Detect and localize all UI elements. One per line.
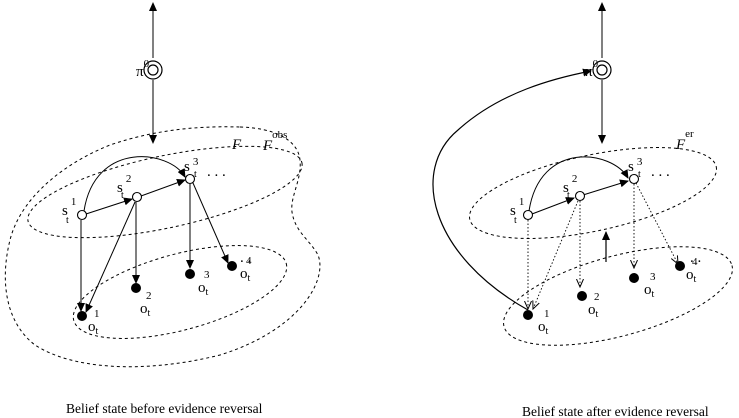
- right-obs-ellipsis: . .: [690, 250, 701, 266]
- right-obs-node-4: [675, 261, 685, 271]
- right-policy-label: π0: [585, 58, 599, 80]
- left-state-node-1: [76, 209, 88, 221]
- right-arrow-s1-s2: [531, 197, 575, 215]
- left-caption: Belief state before evidence reversal: [66, 401, 263, 416]
- right-state-ellipsis: . . .: [651, 164, 670, 180]
- left-f-region: [27, 145, 303, 239]
- right-state-node-3: [628, 173, 640, 185]
- right-arrow-s2-o1: [533, 200, 579, 309]
- left-obs-node-1: [77, 311, 87, 321]
- left-policy-node: [143, 60, 163, 80]
- right-f-region: [469, 147, 717, 239]
- right-obs-node-3: [629, 273, 639, 283]
- right-arrow-s1-s3-curve: [528, 156, 629, 212]
- left-obs-node-3: [185, 269, 195, 279]
- right-reversal-arc: [432, 68, 592, 311]
- left-arrow-s3-o4: [192, 182, 229, 264]
- left-obs-region: [72, 245, 288, 339]
- left-f-label: F: [231, 137, 242, 153]
- left-fobs-region: [4, 126, 321, 368]
- left-state-ellipsis: . . .: [207, 164, 226, 180]
- left-fobs-label: Fobs: [262, 129, 287, 154]
- right-obs-node-1: [523, 310, 533, 320]
- left-arrow-s1-s3-curve: [83, 156, 186, 212]
- left-state-node-2: [131, 191, 143, 203]
- left-obs-node-4: [227, 261, 237, 271]
- left-arrow-s1-s2: [85, 197, 133, 215]
- left-obs-node-2: [131, 283, 141, 293]
- right-obs-node-2: [577, 291, 587, 301]
- right-caption: Belief state after evidence reversal: [522, 404, 709, 418]
- right-policy-node: [592, 60, 612, 80]
- right-fer-label: Fer: [675, 128, 694, 153]
- right-state-node-1: [522, 209, 534, 221]
- left-policy-label: π0: [136, 58, 150, 80]
- left-arrow-s2-s3: [140, 178, 186, 197]
- left-state-node-3: [184, 173, 196, 185]
- right-arrow-s2-s3: [582, 179, 629, 196]
- left-arrow-s2-o1: [85, 201, 136, 313]
- right-obs-region: [503, 246, 733, 346]
- right-arrow-s3-o4: [635, 182, 678, 264]
- left-obs-ellipsis: . .: [240, 250, 251, 266]
- right-state-node-2: [574, 190, 586, 202]
